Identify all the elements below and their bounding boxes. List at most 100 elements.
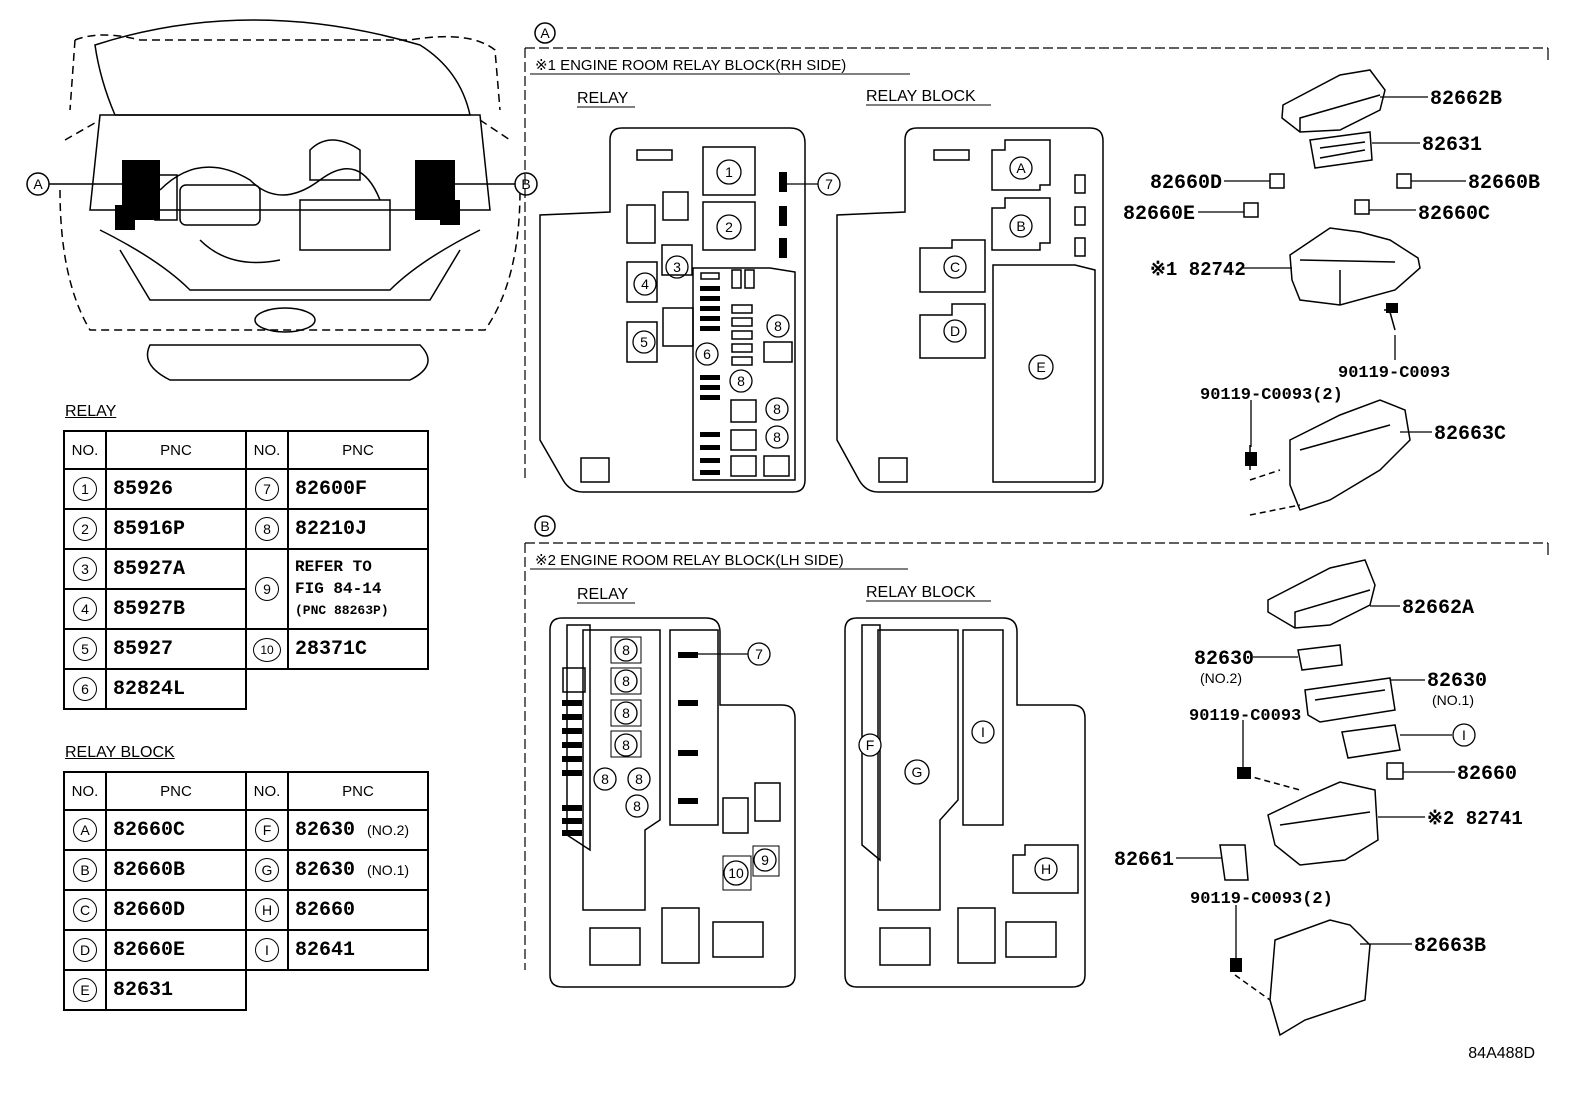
svg-text:90119-C0093(2): 90119-C0093(2) xyxy=(1200,386,1343,405)
svg-text:B: B xyxy=(540,518,549,534)
svg-text:A: A xyxy=(1016,160,1026,176)
table-cell-pnc: 82630 (NO.1) xyxy=(287,849,429,891)
table-cell-no: F xyxy=(245,809,289,851)
svg-text:H: H xyxy=(1041,861,1051,877)
svg-text:8: 8 xyxy=(622,705,630,721)
table-cell-no: G xyxy=(245,849,289,891)
table-cell-no: 10 xyxy=(245,628,289,670)
svg-text:1: 1 xyxy=(725,164,733,180)
svg-text:8: 8 xyxy=(622,673,630,689)
svg-text:82662B: 82662B xyxy=(1430,88,1502,111)
table-cell-pnc: 85927A xyxy=(105,548,247,590)
svg-text:9: 9 xyxy=(761,852,769,868)
svg-text:4: 4 xyxy=(641,276,649,292)
table-cell-pnc: 85926 xyxy=(105,468,247,510)
svg-text:8: 8 xyxy=(633,798,641,814)
table-cell-pnc: 82600F xyxy=(287,468,429,510)
refer-line-1: REFER TO xyxy=(295,558,372,576)
table-cell-no: 8 xyxy=(245,508,289,550)
table-cell-pnc: 82210J xyxy=(287,508,429,550)
table-cell-no: D xyxy=(63,929,107,971)
section-a-relay-label: RELAY xyxy=(577,90,629,107)
svg-text:90119-C0093: 90119-C0093 xyxy=(1189,707,1301,726)
svg-text:2: 2 xyxy=(725,219,733,235)
svg-text:D: D xyxy=(950,323,960,339)
section-a-block-callouts: A B C D E xyxy=(943,156,1054,380)
table-cell-pnc: 82824L xyxy=(105,668,247,710)
header-no: NO. xyxy=(63,771,107,811)
svg-text:82663B: 82663B xyxy=(1414,935,1486,958)
svg-text:B: B xyxy=(521,176,530,192)
svg-text:8: 8 xyxy=(774,318,782,334)
header-no: NO. xyxy=(63,430,107,470)
svg-text:(NO.2): (NO.2) xyxy=(1200,670,1242,686)
header-no: NO. xyxy=(245,771,289,811)
table-cell-no: 7 xyxy=(245,468,289,510)
section-a-title: ※1 ENGINE ROOM RELAY BLOCK(RH SIDE) xyxy=(535,57,846,74)
figure-code: 84A488D xyxy=(1468,1045,1535,1062)
section-a-relay-callouts xyxy=(632,159,841,449)
section-a-leaders xyxy=(1198,96,1466,447)
section-a-parts-drawing xyxy=(1243,69,1421,516)
relay-table: NO. PNC NO. PNC 1 85926 7 82600F 2 85916… xyxy=(63,430,429,710)
svg-text:I: I xyxy=(981,724,985,740)
svg-text:82660B: 82660B xyxy=(1468,172,1540,195)
svg-text:C: C xyxy=(950,259,960,275)
vehicle-illustration xyxy=(59,19,521,381)
table-cell-pnc: 82660B xyxy=(105,849,247,891)
relay-block-b-location xyxy=(415,160,460,225)
svg-text:82631: 82631 xyxy=(1422,134,1482,157)
section-b-header: B ※2 ENGINE ROOM RELAY BLOCK(LH SIDE) RE… xyxy=(524,515,1549,970)
section-a-block-box xyxy=(836,127,1104,493)
svg-text:※2 82741: ※2 82741 xyxy=(1427,808,1523,830)
callout-b: B xyxy=(455,172,538,196)
table-cell-no: 1 xyxy=(63,468,107,510)
section-b-block-label: RELAY BLOCK xyxy=(866,584,976,601)
svg-text:82662A: 82662A xyxy=(1402,597,1474,620)
section-b-parts-drawing xyxy=(1219,559,1404,1037)
svg-text:8: 8 xyxy=(601,771,609,787)
svg-text:90119-C0093(2): 90119-C0093(2) xyxy=(1190,890,1333,909)
svg-text:82661: 82661 xyxy=(1114,849,1174,872)
section-a-block-label: RELAY BLOCK xyxy=(866,88,976,105)
relay-block-table: NO. PNC NO. PNC A 82660C F 82630 (NO.2) … xyxy=(63,771,429,1011)
callout-a: A xyxy=(26,172,122,196)
svg-text:8: 8 xyxy=(635,771,643,787)
refer-line-2: FIG 84-14 xyxy=(295,580,382,598)
table-cell-pnc: 85927 xyxy=(105,628,247,670)
section-a-relay-numbers: 12 34 56 88 88 7 xyxy=(640,164,833,445)
svg-text:E: E xyxy=(1036,359,1045,375)
svg-text:A: A xyxy=(540,25,550,41)
svg-text:8: 8 xyxy=(622,737,630,753)
table-cell-no: 4 xyxy=(63,588,107,630)
section-b-relay-black-fuses xyxy=(562,652,698,836)
section-b-block-box xyxy=(844,617,1086,988)
header-no: NO. xyxy=(245,430,289,470)
svg-text:82630: 82630 xyxy=(1194,648,1254,671)
table-cell-no: C xyxy=(63,889,107,931)
table-cell-pnc: 85927B xyxy=(105,588,247,630)
relay-block-a-location xyxy=(115,160,160,230)
svg-text:I: I xyxy=(1462,727,1466,743)
svg-text:6: 6 xyxy=(703,346,711,362)
table-cell-no: 6 xyxy=(63,668,107,710)
svg-text:82630: 82630 xyxy=(1427,670,1487,693)
svg-text:G: G xyxy=(912,764,923,780)
table-cell-no: E xyxy=(63,969,107,1011)
table-cell-pnc: 82660 xyxy=(287,889,429,931)
section-b-leaders xyxy=(1176,605,1455,958)
svg-text:A: A xyxy=(33,176,43,192)
table-cell-pnc: 82631 xyxy=(105,969,247,1011)
section-a-relay-black-fuses xyxy=(700,172,787,475)
section-a-bolt-icon xyxy=(1245,303,1398,466)
table-cell-no: I xyxy=(245,929,289,971)
table-cell-pnc: 82630 (NO.2) xyxy=(287,809,429,851)
section-b-part-labels: 82662A 82630 (NO.2) 82630 (NO.1) 90119-C… xyxy=(1114,597,1523,958)
section-a-relay-box xyxy=(539,127,806,493)
svg-text:82660C: 82660C xyxy=(1418,203,1490,226)
header-pnc: PNC xyxy=(105,430,247,470)
svg-text:82660: 82660 xyxy=(1457,763,1517,786)
svg-text:8: 8 xyxy=(622,642,630,658)
svg-text:B: B xyxy=(1016,218,1025,234)
